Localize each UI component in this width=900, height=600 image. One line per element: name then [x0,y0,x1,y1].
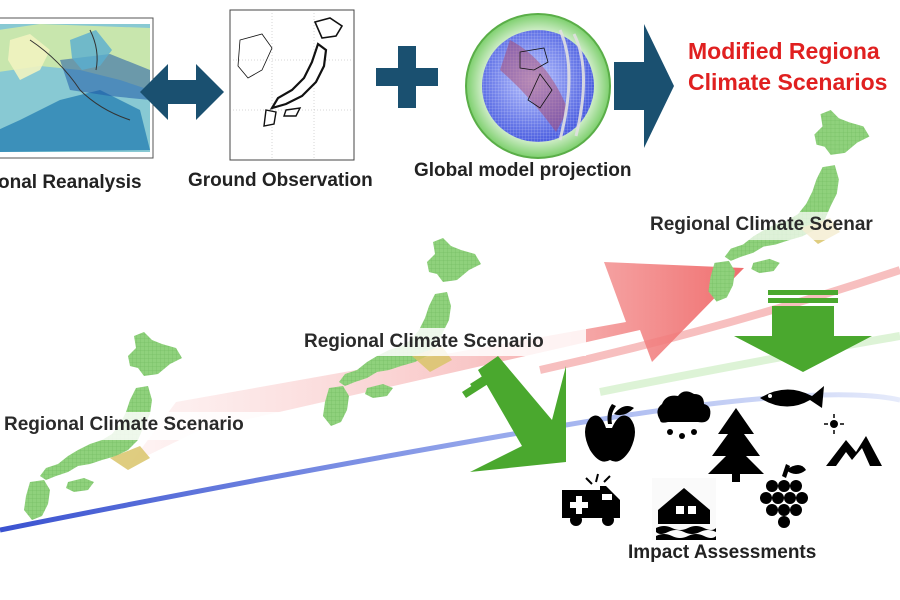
trend-line-green [599,332,900,396]
scenario-label-right: Regional Climate Scenar [650,214,873,235]
ground-observation-label: Ground Observation [188,170,373,191]
scenario-label-left: Regional Climate Scenario [4,414,244,435]
scenario-label-mid: Regional Climate Scenario [304,331,544,352]
ambulance-icon [562,473,620,526]
impact-assessments-label: Impact Assessments [628,542,817,563]
output-title-line1: Modified Regiona [688,38,880,64]
ground-observation-map [229,9,355,161]
fish-icon [760,386,824,408]
apple-icon [585,404,635,462]
double-arrow-icon [140,64,224,120]
global-model-globe [465,13,611,159]
plus-icon [376,46,438,108]
green-arrow-right [734,290,872,372]
reanalysis-map [0,17,154,159]
reanalysis-label: onal Reanalysis [0,172,142,193]
green-arrow-mid [462,356,566,472]
global-model-label: Global model projection [414,160,632,181]
japan-map-right [708,110,870,302]
flooded-house-icon [652,478,716,540]
output-title-line2: Climate Scenarios [688,69,888,95]
output-title: Modified Regiona Climate Scenarios [688,36,887,98]
sun-mountain-icon [824,414,882,466]
grapes-icon [760,464,808,528]
rain-cloud-icon [657,391,711,439]
trend-line-red [539,266,900,374]
right-arrow-icon [614,24,674,148]
tree-icon [708,408,764,482]
